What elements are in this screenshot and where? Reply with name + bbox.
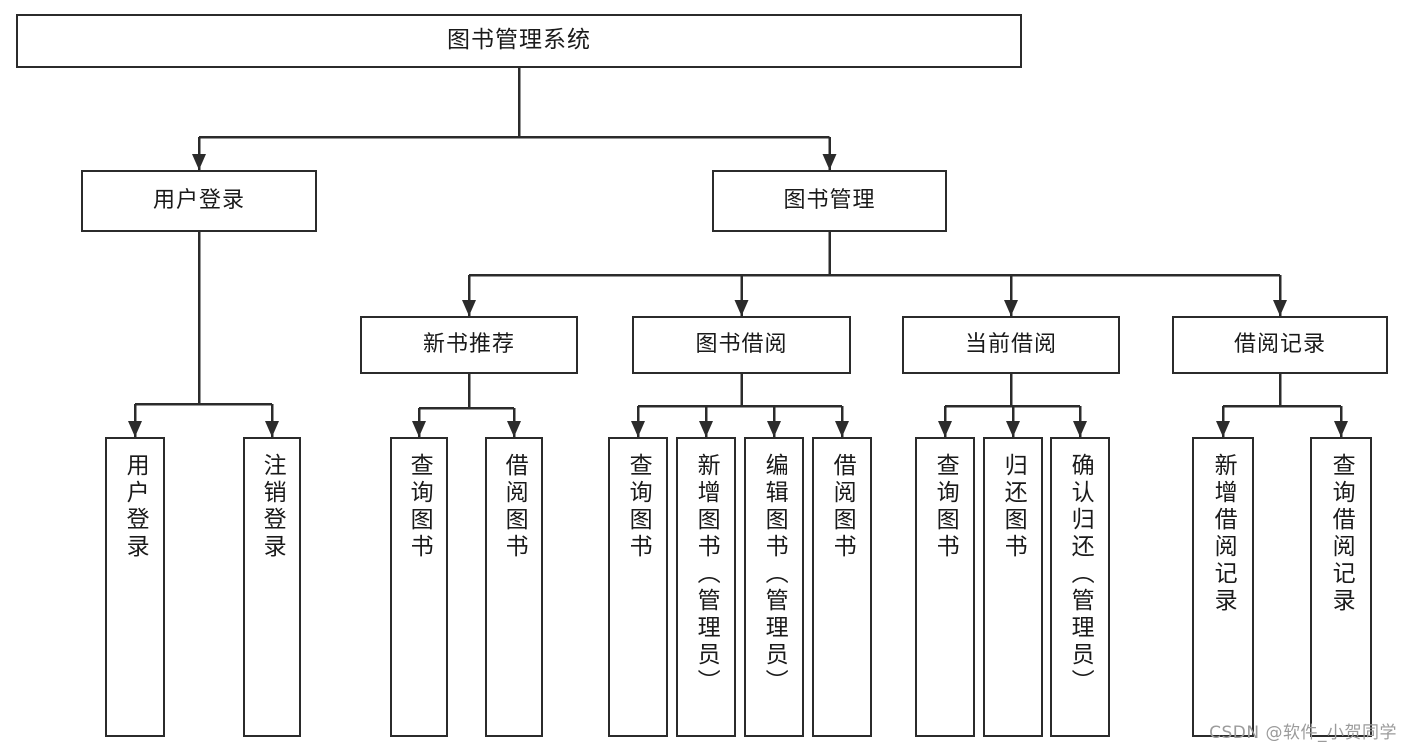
node-label: 新增图书（管理员） bbox=[693, 453, 720, 696]
node-leaf5[interactable]: 查询图书 bbox=[608, 437, 668, 737]
node-label: 查询借阅记录 bbox=[1328, 453, 1355, 615]
node-records[interactable]: 借阅记录 bbox=[1172, 316, 1388, 374]
node-leaf9[interactable]: 查询图书 bbox=[915, 437, 975, 737]
node-leaf10[interactable]: 归还图书 bbox=[983, 437, 1043, 737]
node-bookmgmt[interactable]: 图书管理 bbox=[712, 170, 947, 232]
node-label: 查询图书 bbox=[932, 453, 959, 561]
node-label: 确认归还（管理员） bbox=[1067, 453, 1094, 696]
node-label: 查询图书 bbox=[625, 453, 652, 561]
node-leaf13[interactable]: 查询借阅记录 bbox=[1310, 437, 1372, 737]
node-label: 归还图书 bbox=[1000, 453, 1027, 561]
node-leaf7[interactable]: 编辑图书（管理员） bbox=[744, 437, 804, 737]
node-label: 图书管理 bbox=[783, 188, 876, 214]
node-label: 借阅记录 bbox=[1233, 332, 1326, 358]
node-current[interactable]: 当前借阅 bbox=[902, 316, 1120, 374]
watermark-text: CSDN @软件_小贺同学 bbox=[1209, 723, 1397, 743]
node-label: 新增借阅记录 bbox=[1210, 453, 1237, 615]
node-label: 查询图书 bbox=[406, 453, 433, 561]
node-label: 注销登录 bbox=[259, 453, 286, 561]
node-login[interactable]: 用户登录 bbox=[81, 170, 317, 232]
node-label: 图书管理系统 bbox=[447, 27, 591, 54]
node-label: 用户登录 bbox=[152, 188, 245, 214]
node-newbook[interactable]: 新书推荐 bbox=[360, 316, 578, 374]
node-label: 图书借阅 bbox=[695, 332, 788, 358]
node-leaf6[interactable]: 新增图书（管理员） bbox=[676, 437, 736, 737]
node-leaf4[interactable]: 借阅图书 bbox=[485, 437, 543, 737]
node-leaf1[interactable]: 用户登录 bbox=[105, 437, 165, 737]
node-leaf3[interactable]: 查询图书 bbox=[390, 437, 448, 737]
node-leaf2[interactable]: 注销登录 bbox=[243, 437, 301, 737]
node-label: 当前借阅 bbox=[964, 332, 1057, 358]
node-leaf12[interactable]: 新增借阅记录 bbox=[1192, 437, 1254, 737]
node-label: 新书推荐 bbox=[422, 332, 515, 358]
node-root[interactable]: 图书管理系统 bbox=[16, 14, 1022, 68]
node-label: 借阅图书 bbox=[501, 453, 528, 561]
node-label: 编辑图书（管理员） bbox=[761, 453, 788, 696]
node-label: 借阅图书 bbox=[829, 453, 856, 561]
node-leaf11[interactable]: 确认归还（管理员） bbox=[1050, 437, 1110, 737]
node-label: 用户登录 bbox=[122, 453, 149, 561]
node-leaf8[interactable]: 借阅图书 bbox=[812, 437, 872, 737]
node-borrow[interactable]: 图书借阅 bbox=[632, 316, 851, 374]
